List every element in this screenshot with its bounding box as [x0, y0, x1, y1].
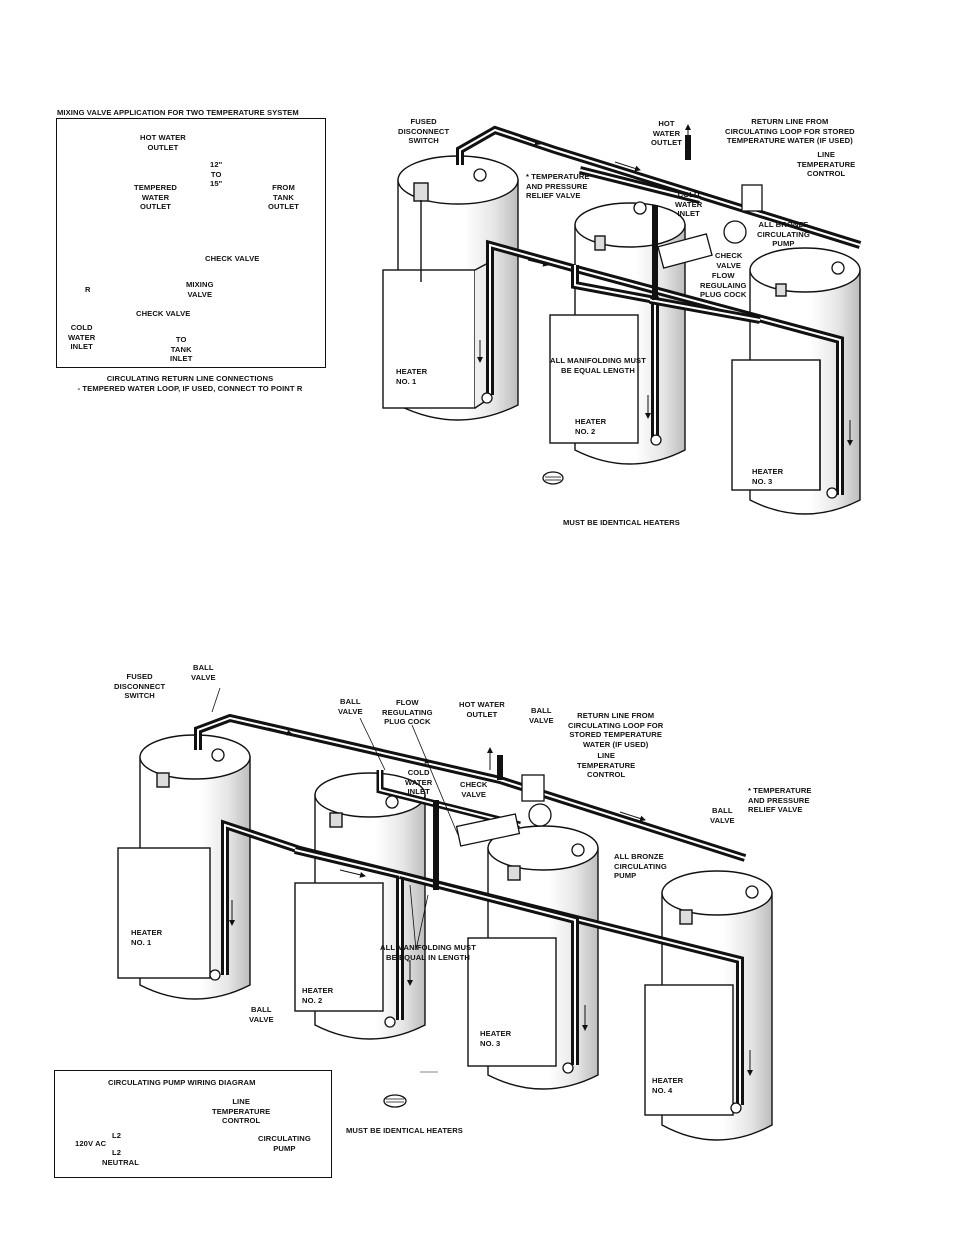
d2-ball-valve-4-label: BALL VALVE	[710, 806, 735, 825]
d2-heater1-label: HEATER NO. 1	[131, 928, 163, 947]
d2-ball-valve-1-label: BALL VALVE	[191, 663, 216, 682]
d2-line-temperature-control-label: LINE TEMPERATURE CONTROL	[577, 751, 636, 780]
wiring-diagram-box	[54, 1070, 332, 1178]
d1-temp-pressure-relief-valve-label: * TEMPERATURE AND PRESSURE RELIEF VALVE	[526, 172, 590, 201]
inset-from-tank-outlet-label: FROM TANK OUTLET	[268, 183, 299, 212]
d1-all-manifolding-label: ALL MANIFOLDING MUST BE EQUAL LENGTH	[550, 356, 646, 375]
d2-flow-regulating-plug-cock-label: FLOW REGULATING PLUG COCK	[382, 698, 433, 727]
inset-title: MIXING VALVE APPLICATION FOR TWO TEMPERA…	[57, 108, 299, 117]
mixing-valve-inset	[56, 118, 326, 368]
inset-to-tank-inlet-label: TO TANK INLET	[170, 335, 193, 364]
wiring-voltage-label: 120V AC	[75, 1139, 107, 1148]
d2-ball-valve-3-label: BALL VALVE	[529, 706, 554, 725]
inset-caption: CIRCULATING RETURN LINE CONNECTIONS - TE…	[77, 374, 303, 393]
inset-mixing-valve-label: MIXING VALVE	[186, 280, 214, 299]
d2-ball-valve-2-label: BALL VALVE	[338, 697, 363, 716]
wiring-l2-bottom-label: L2	[112, 1148, 122, 1157]
diagram2-heaters	[117, 734, 773, 1141]
wiring-line-temperature-control-label: LINE TEMPERATURE CONTROL	[212, 1097, 271, 1126]
d1-flow-regulating-plug-cock-label: FLOW REGULAING PLUG COCK	[700, 271, 747, 300]
d2-ball-valve-5-label: BALL VALVE	[249, 1005, 274, 1024]
d1-heater1-label: HEATER NO. 1	[396, 367, 428, 386]
d1-all-bronze-circulating-pump-label: ALL BRONZE CIRCULATING PUMP	[757, 220, 810, 249]
d2-all-bronze-circulating-pump-label: ALL BRONZE CIRCULATING PUMP	[614, 852, 667, 881]
d2-cold-water-inlet-label: COLD WATER INLET	[405, 768, 433, 797]
d2-heater4-label: HEATER NO. 4	[652, 1076, 684, 1095]
d1-hot-water-outlet-label: HOT WATER OUTLET	[651, 119, 682, 148]
inset-check-valve-lower-label: CHECK VALVE	[136, 309, 191, 318]
d1-return-line-label: RETURN LINE FROM CIRCULATING LOOP FOR ST…	[725, 117, 855, 146]
d2-check-valve-label: CHECK VALVE	[460, 780, 488, 799]
d1-cold-water-inlet-label: COLD WATER INLET	[675, 190, 703, 219]
wiring-circulating-pump-label: CIRCULATING PUMP	[258, 1134, 311, 1153]
wiring-title: CIRCULATING PUMP WIRING DIAGRAM	[108, 1078, 256, 1087]
d2-heater3-label: HEATER NO. 3	[480, 1029, 512, 1048]
d2-hot-water-outlet-label: HOT WATER OUTLET	[459, 700, 505, 719]
d1-heater2-label: HEATER NO. 2	[575, 417, 607, 436]
diagram1-piping	[456, 124, 862, 499]
inset-check-valve-upper-label: CHECK VALVE	[205, 254, 260, 263]
wiring-l2-top-label: L2	[112, 1131, 122, 1140]
diagram2-piping	[194, 687, 759, 1114]
inset-tempered-water-outlet-label: TEMPERED WATER OUTLET	[134, 183, 177, 212]
inset-point-r-label: R	[85, 285, 91, 294]
wiring-neutral-label: NEUTRAL	[102, 1158, 139, 1167]
d1-check-valve-label: CHECK VALVE	[715, 251, 743, 270]
d2-identical-heaters-label: MUST BE IDENTICAL HEATERS	[346, 1126, 463, 1135]
d1-fused-disconnect-switch-label: FUSED DISCONNECT SWITCH	[398, 117, 450, 146]
d2-fused-disconnect-switch-label: FUSED DISCONNECT SWITCH	[114, 672, 166, 701]
inset-hot-water-outlet-label: HOT WATER OUTLET	[140, 133, 186, 152]
d1-line-temperature-control-label: LINE TEMPERATURE CONTROL	[797, 150, 856, 179]
inset-cold-water-inlet-label: COLD WATER INLET	[68, 323, 96, 352]
diagram1-heaters	[382, 155, 861, 515]
inset-dimension-label: 12" TO 15"	[210, 160, 223, 189]
d2-all-manifolding-label: ALL MANIFOLDING MUST BE EQUAL IN LENGTH	[380, 943, 476, 962]
d2-temp-pressure-relief-valve-label: * TEMPERATURE AND PRESSURE RELIEF VALVE	[748, 786, 812, 815]
d2-return-line-label: RETURN LINE FROM CIRCULATING LOOP FOR ST…	[568, 711, 664, 749]
d1-identical-heaters-label: MUST BE IDENTICAL HEATERS	[563, 518, 680, 527]
d1-heater3-label: HEATER NO. 3	[752, 467, 784, 486]
d2-heater2-label: HEATER NO. 2	[302, 986, 334, 1005]
